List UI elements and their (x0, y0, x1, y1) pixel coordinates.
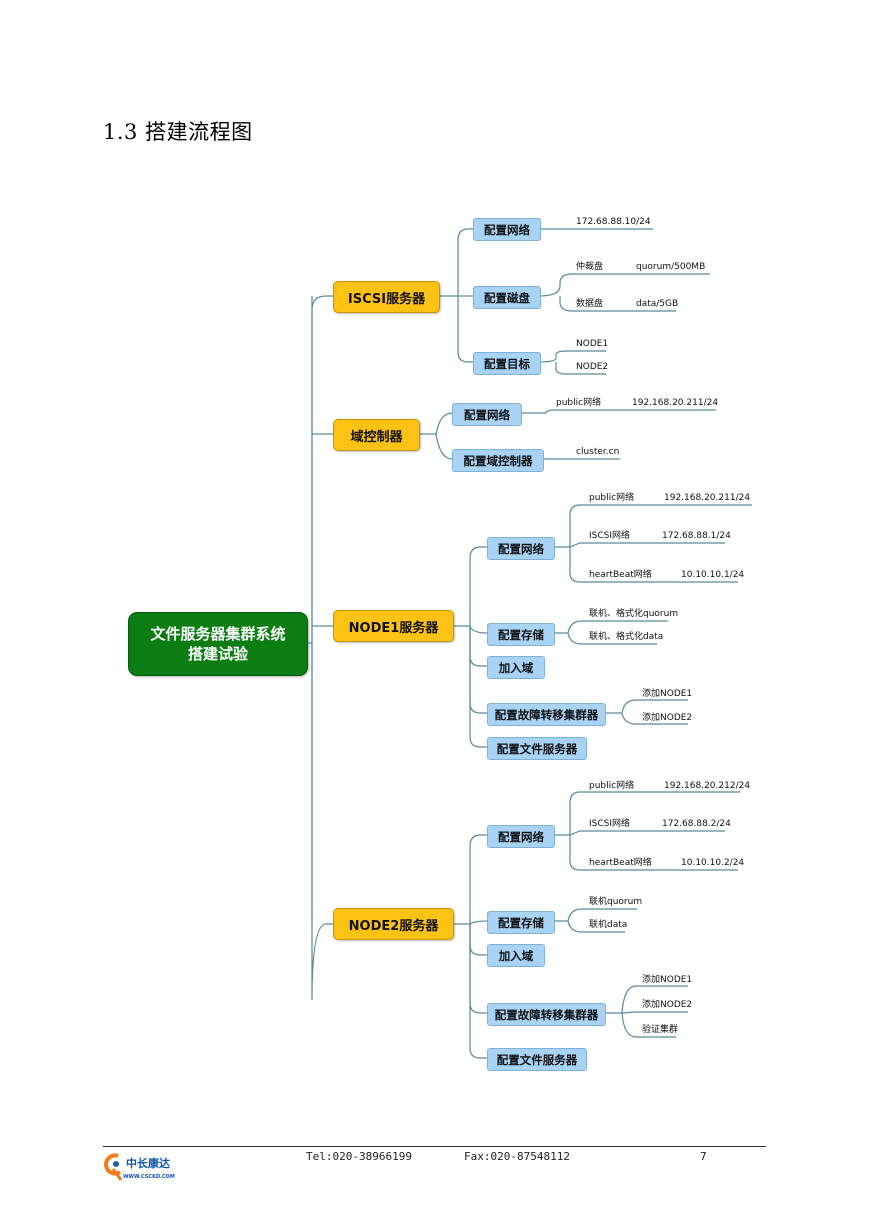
iscsi-quorum-disk-name: 仲裁盘 (576, 262, 604, 272)
node2-cluster-add-node2: 添加NODE2 (642, 1000, 693, 1010)
iscsi-data-disk-name: 数据盘 (576, 299, 604, 309)
node2-storage-quorum: 联机quorum (589, 897, 643, 907)
node2-heartbeat-network-ip: 10.10.10.2/24 (681, 858, 745, 868)
root-node: 文件服务器集群系统 搭建试验 (128, 612, 308, 676)
root-title: 文件服务器集群系统 (150, 625, 286, 643)
iscsi-target-node2: NODE2 (576, 362, 609, 372)
node1-config-cluster: 配置故障转移集群器 (487, 703, 606, 726)
iscsi-network-ip: 172.68.88.10/24 (576, 217, 651, 227)
node2-config-cluster: 配置故障转移集群器 (487, 1003, 606, 1026)
node1-config-fileserver: 配置文件服务器 (487, 737, 587, 760)
section-heading: 1.3 搭建流程图 (103, 120, 253, 144)
node1-config-storage: 配置存储 (487, 623, 555, 646)
node2-public-network-name: public网络 (589, 781, 635, 791)
node2-cluster-add-node1: 添加NODE1 (642, 975, 693, 985)
company-name: 中长康达 (126, 1157, 170, 1170)
node2-config-storage: 配置存储 (487, 911, 555, 934)
node2-config-network: 配置网络 (487, 825, 555, 848)
iscsi-config-target: 配置目标 (473, 352, 541, 375)
node-iscsi-server: ISCSI服务器 (333, 281, 440, 313)
dc-network-name: public网络 (556, 398, 602, 408)
company-logo-icon (104, 1153, 123, 1181)
node2-public-network-ip: 192.168.20.212/24 (664, 781, 751, 791)
node1-public-network-ip: 192.168.20.211/24 (664, 493, 751, 503)
footer-divider (103, 1146, 766, 1147)
page-number: 7 (700, 1150, 707, 1163)
node-node1-server: NODE1服务器 (333, 610, 454, 642)
node1-cluster-add-node2: 添加NODE2 (642, 713, 693, 723)
node1-iscsi-network-name: ISCSI网络 (589, 531, 631, 541)
node1-cluster-add-node1: 添加NODE1 (642, 689, 693, 699)
node2-iscsi-network-name: ISCSI网络 (589, 819, 631, 829)
node-node2-server: NODE2服务器 (333, 908, 454, 940)
node1-storage-quorum: 联机、格式化quorum (589, 609, 679, 619)
iscsi-config-network: 配置网络 (473, 218, 541, 241)
node1-heartbeat-network-name: heartBeat网络 (589, 570, 652, 580)
node2-iscsi-network-ip: 172.68.88.2/24 (662, 819, 731, 829)
node1-iscsi-network-ip: 172.68.88.1/24 (662, 531, 731, 541)
node2-cluster-validate: 验证集群 (642, 1025, 679, 1035)
iscsi-config-disk: 配置磁盘 (473, 286, 541, 309)
dc-config-domain: 配置域控制器 (452, 449, 544, 472)
node2-config-fileserver: 配置文件服务器 (487, 1048, 587, 1071)
node1-config-network: 配置网络 (487, 537, 555, 560)
node2-storage-data: 联机data (589, 920, 628, 930)
node1-heartbeat-network-ip: 10.10.10.1/24 (681, 570, 745, 580)
company-url: WWW.CSCKD.COM (123, 1174, 175, 1180)
dc-network-ip: 192.168.20.211/24 (632, 398, 719, 408)
node1-public-network-name: public网络 (589, 493, 635, 503)
footer-fax: Fax:020-87548112 (464, 1150, 570, 1163)
node2-join-domain: 加入域 (487, 944, 545, 967)
node2-heartbeat-network-name: heartBeat网络 (589, 858, 652, 868)
root-subtitle: 搭建试验 (187, 645, 248, 663)
iscsi-target-node1: NODE1 (576, 339, 609, 349)
iscsi-quorum-disk-value: quorum/500MB (636, 262, 706, 272)
node1-join-domain: 加入域 (487, 656, 545, 679)
node-domain-controller: 域控制器 (333, 419, 420, 451)
footer-tel: Tel:020-38966199 (306, 1150, 412, 1163)
node1-storage-data: 联机、格式化data (589, 632, 664, 642)
dc-config-network: 配置网络 (452, 403, 522, 426)
dc-domain-value: cluster.cn (576, 447, 620, 457)
iscsi-data-disk-value: data/5GB (636, 299, 679, 309)
